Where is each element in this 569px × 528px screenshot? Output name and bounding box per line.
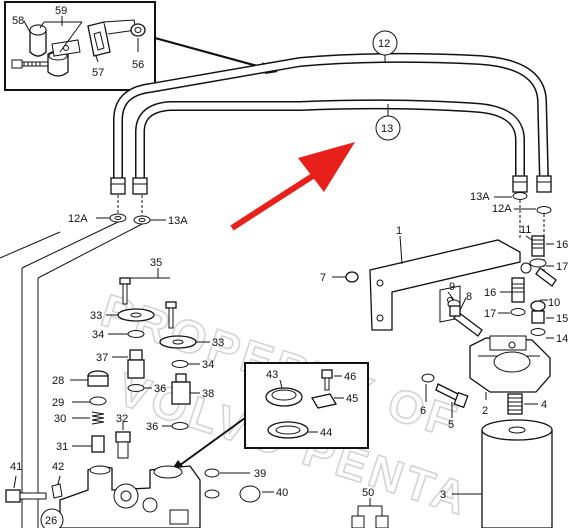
hose-fittings [110,175,552,195]
inset-clamp-detail: 59 58 57 56 [4,1,156,91]
inset-pointer-line [154,36,273,72]
label-39: 39 [254,468,266,480]
label-38: 38 [202,388,214,400]
label-28: 28 [52,375,64,387]
label-44: 44 [320,427,332,439]
label-10: 10 [548,297,560,309]
label-36-lower: 36 [146,421,158,433]
label-3: 3 [440,489,446,501]
label-33-left: 33 [90,310,102,322]
label-30: 30 [54,413,66,425]
label-16-upper: 16 [556,239,568,251]
label-43: 43 [266,369,278,381]
label-5: 5 [448,419,454,431]
label-46: 46 [344,371,356,383]
label-29: 29 [52,397,64,409]
label-32: 32 [116,413,128,425]
label-35: 35 [150,257,162,269]
label-34-left: 34 [92,329,104,341]
label-50: 50 [362,487,374,499]
hose-12 [113,52,549,185]
label-6: 6 [420,405,426,417]
label-7: 7 [320,272,326,284]
label-16-lower: 16 [484,287,496,299]
label-2: 2 [482,405,488,417]
filter-assembly: 2 4 3 6 5 [420,335,553,528]
inset-seal-detail: 43 44 46 45 [244,362,369,449]
washers-left: 12A 13A [68,195,188,227]
red-pointer-arrow [230,142,355,231]
label-58: 58 [12,15,24,27]
leader-hose-13-down [37,223,143,279]
label-59: 59 [55,5,67,17]
label-12A-left: 12A [68,213,88,225]
label-56: 56 [132,59,144,71]
label-42: 42 [52,461,64,473]
label-45: 45 [346,393,358,405]
label-13A-right: 13A [470,191,490,203]
label-4: 4 [541,399,547,411]
label-12A-right: 12A [492,203,512,215]
label-26: 26 [45,515,57,527]
label-34-right: 34 [202,359,214,371]
label-15: 15 [556,313,568,325]
lower-block: 41 42 39 40 26 50 [5,461,389,528]
label-41: 41 [10,461,22,473]
label-17-lower: 17 [484,308,496,320]
callout-12: 12 [372,30,398,62]
left-plug-stack: 28 29 30 31 [52,370,109,453]
left-valve-assembly: 35 33 33 34 34 37 38 3 [90,257,224,459]
label-1: 1 [396,225,402,237]
hose-13 [135,99,525,185]
label-12: 12 [378,38,390,50]
label-31: 31 [56,441,68,453]
label-33-right: 33 [212,337,224,349]
label-57: 57 [92,67,104,79]
inset-seal-pointer [175,417,246,469]
label-13A-left: 13A [168,215,188,227]
label-40: 40 [276,487,288,499]
label-17-upper: 17 [556,261,568,273]
label-11: 11 [520,224,531,236]
fittings-right-lower: 16 17 10 15 14 [484,277,568,345]
bracket-1: 1 7 9 8 [320,225,521,337]
label-36-upper: 36 [154,383,166,395]
label-8: 8 [466,291,472,303]
label-13: 13 [381,123,393,135]
leader-hose-12-down [21,221,119,269]
fittings-right-upper: 11 16 17 [520,224,568,287]
label-9: 9 [449,281,455,293]
callout-13: 13 [375,104,401,141]
label-37: 37 [96,352,108,364]
label-14: 14 [556,333,568,345]
